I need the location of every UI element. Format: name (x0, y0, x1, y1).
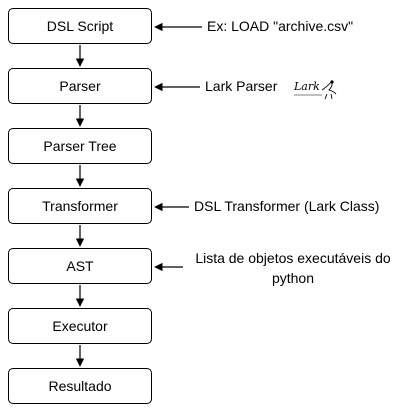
node-label: Executor (52, 318, 108, 334)
note-dsl-transformer: DSL Transformer (Lark Class) (194, 198, 380, 214)
lark-logo: Lark (294, 80, 320, 93)
node-transformer: Transformer (8, 188, 152, 224)
node-ast: AST (8, 248, 152, 284)
note-dsl-example: Ex: LOAD "archive.csv" (207, 18, 354, 34)
node-resultado: Resultado (8, 368, 152, 404)
node-label: Transformer (42, 198, 118, 214)
note-ast-description: Lista de objetos executáveis do python (187, 248, 399, 288)
lark-bird-icon (321, 79, 337, 100)
node-parser: Parser (8, 68, 152, 104)
note-ast-line-1: Lista de objetos executáveis do (195, 250, 391, 266)
node-label: Parser (59, 78, 101, 94)
node-label: Resultado (48, 378, 112, 394)
note-lark-parser: Lark Parser (205, 78, 278, 94)
node-label: AST (66, 258, 94, 274)
node-label: DSL Script (46, 18, 114, 34)
note-ast-line-2: python (271, 270, 315, 286)
node-dsl-script: DSL Script (8, 8, 152, 44)
node-label: Parser Tree (43, 138, 117, 154)
node-executor: Executor (8, 308, 152, 344)
node-parser-tree: Parser Tree (8, 128, 152, 164)
